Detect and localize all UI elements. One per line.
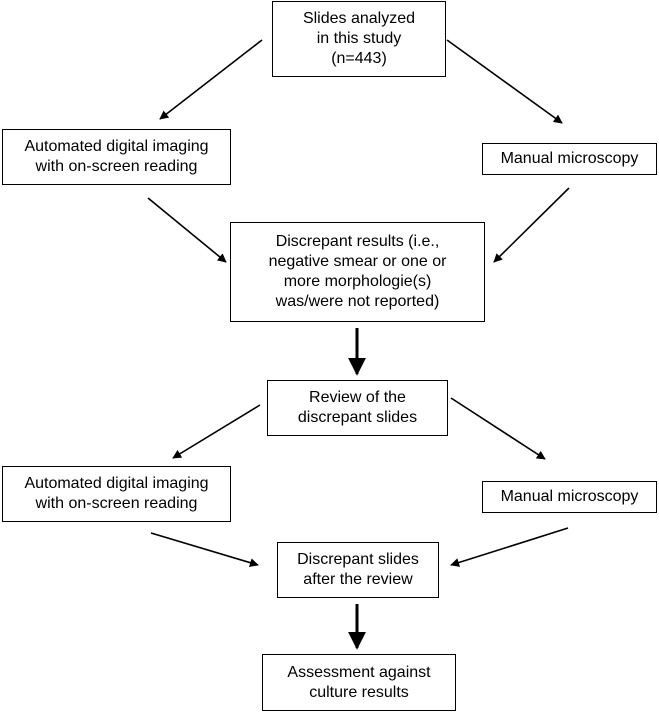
node-label: Manual microscopy — [500, 488, 639, 505]
node-manual-microscopy-2: Manual microscopy — [482, 481, 657, 513]
node-manual-microscopy-1: Manual microscopy — [482, 143, 657, 175]
node-slides-analyzed: Slides analyzed in this study (n=443) — [272, 1, 446, 77]
node-label: Automated digital imaging with on-screen… — [24, 138, 209, 175]
node-discrepant-after-review: Discrepant slides after the review — [277, 542, 439, 598]
arrow-slides-to-automated — [159, 39, 263, 120]
arrow-manual-to-discrepant — [493, 187, 570, 263]
arrow-slides-to-manual — [446, 39, 563, 124]
node-automated-imaging-2: Automated digital imaging with on-screen… — [2, 466, 231, 522]
node-discrepant-results: Discrepant results (i.e., negative smear… — [230, 222, 485, 322]
node-label: Discrepant results (i.e., negative smear… — [268, 233, 447, 310]
arrow-automated-to-discrepant — [147, 197, 227, 263]
node-label: Automated digital imaging with on-screen… — [24, 475, 209, 512]
arrow-review-to-manual — [450, 397, 546, 460]
arrow-manual-to-discrepant-after — [450, 527, 569, 567]
node-label: Slides analyzed in this study (n=443) — [302, 10, 416, 67]
node-review-discrepant: Review of the discrepant slides — [267, 380, 448, 436]
arrow-review-to-automated — [172, 404, 261, 459]
node-label: Discrepant slides after the review — [297, 551, 419, 588]
arrow-automated-to-discrepant-after — [150, 532, 259, 567]
node-label: Assessment against culture results — [287, 663, 431, 701]
node-label: Manual microscopy — [500, 150, 639, 167]
node-automated-imaging-1: Automated digital imaging with on-screen… — [2, 129, 231, 185]
node-assessment-culture: Assessment against culture results — [262, 654, 456, 711]
node-label: Review of the discrepant slides — [297, 389, 418, 426]
